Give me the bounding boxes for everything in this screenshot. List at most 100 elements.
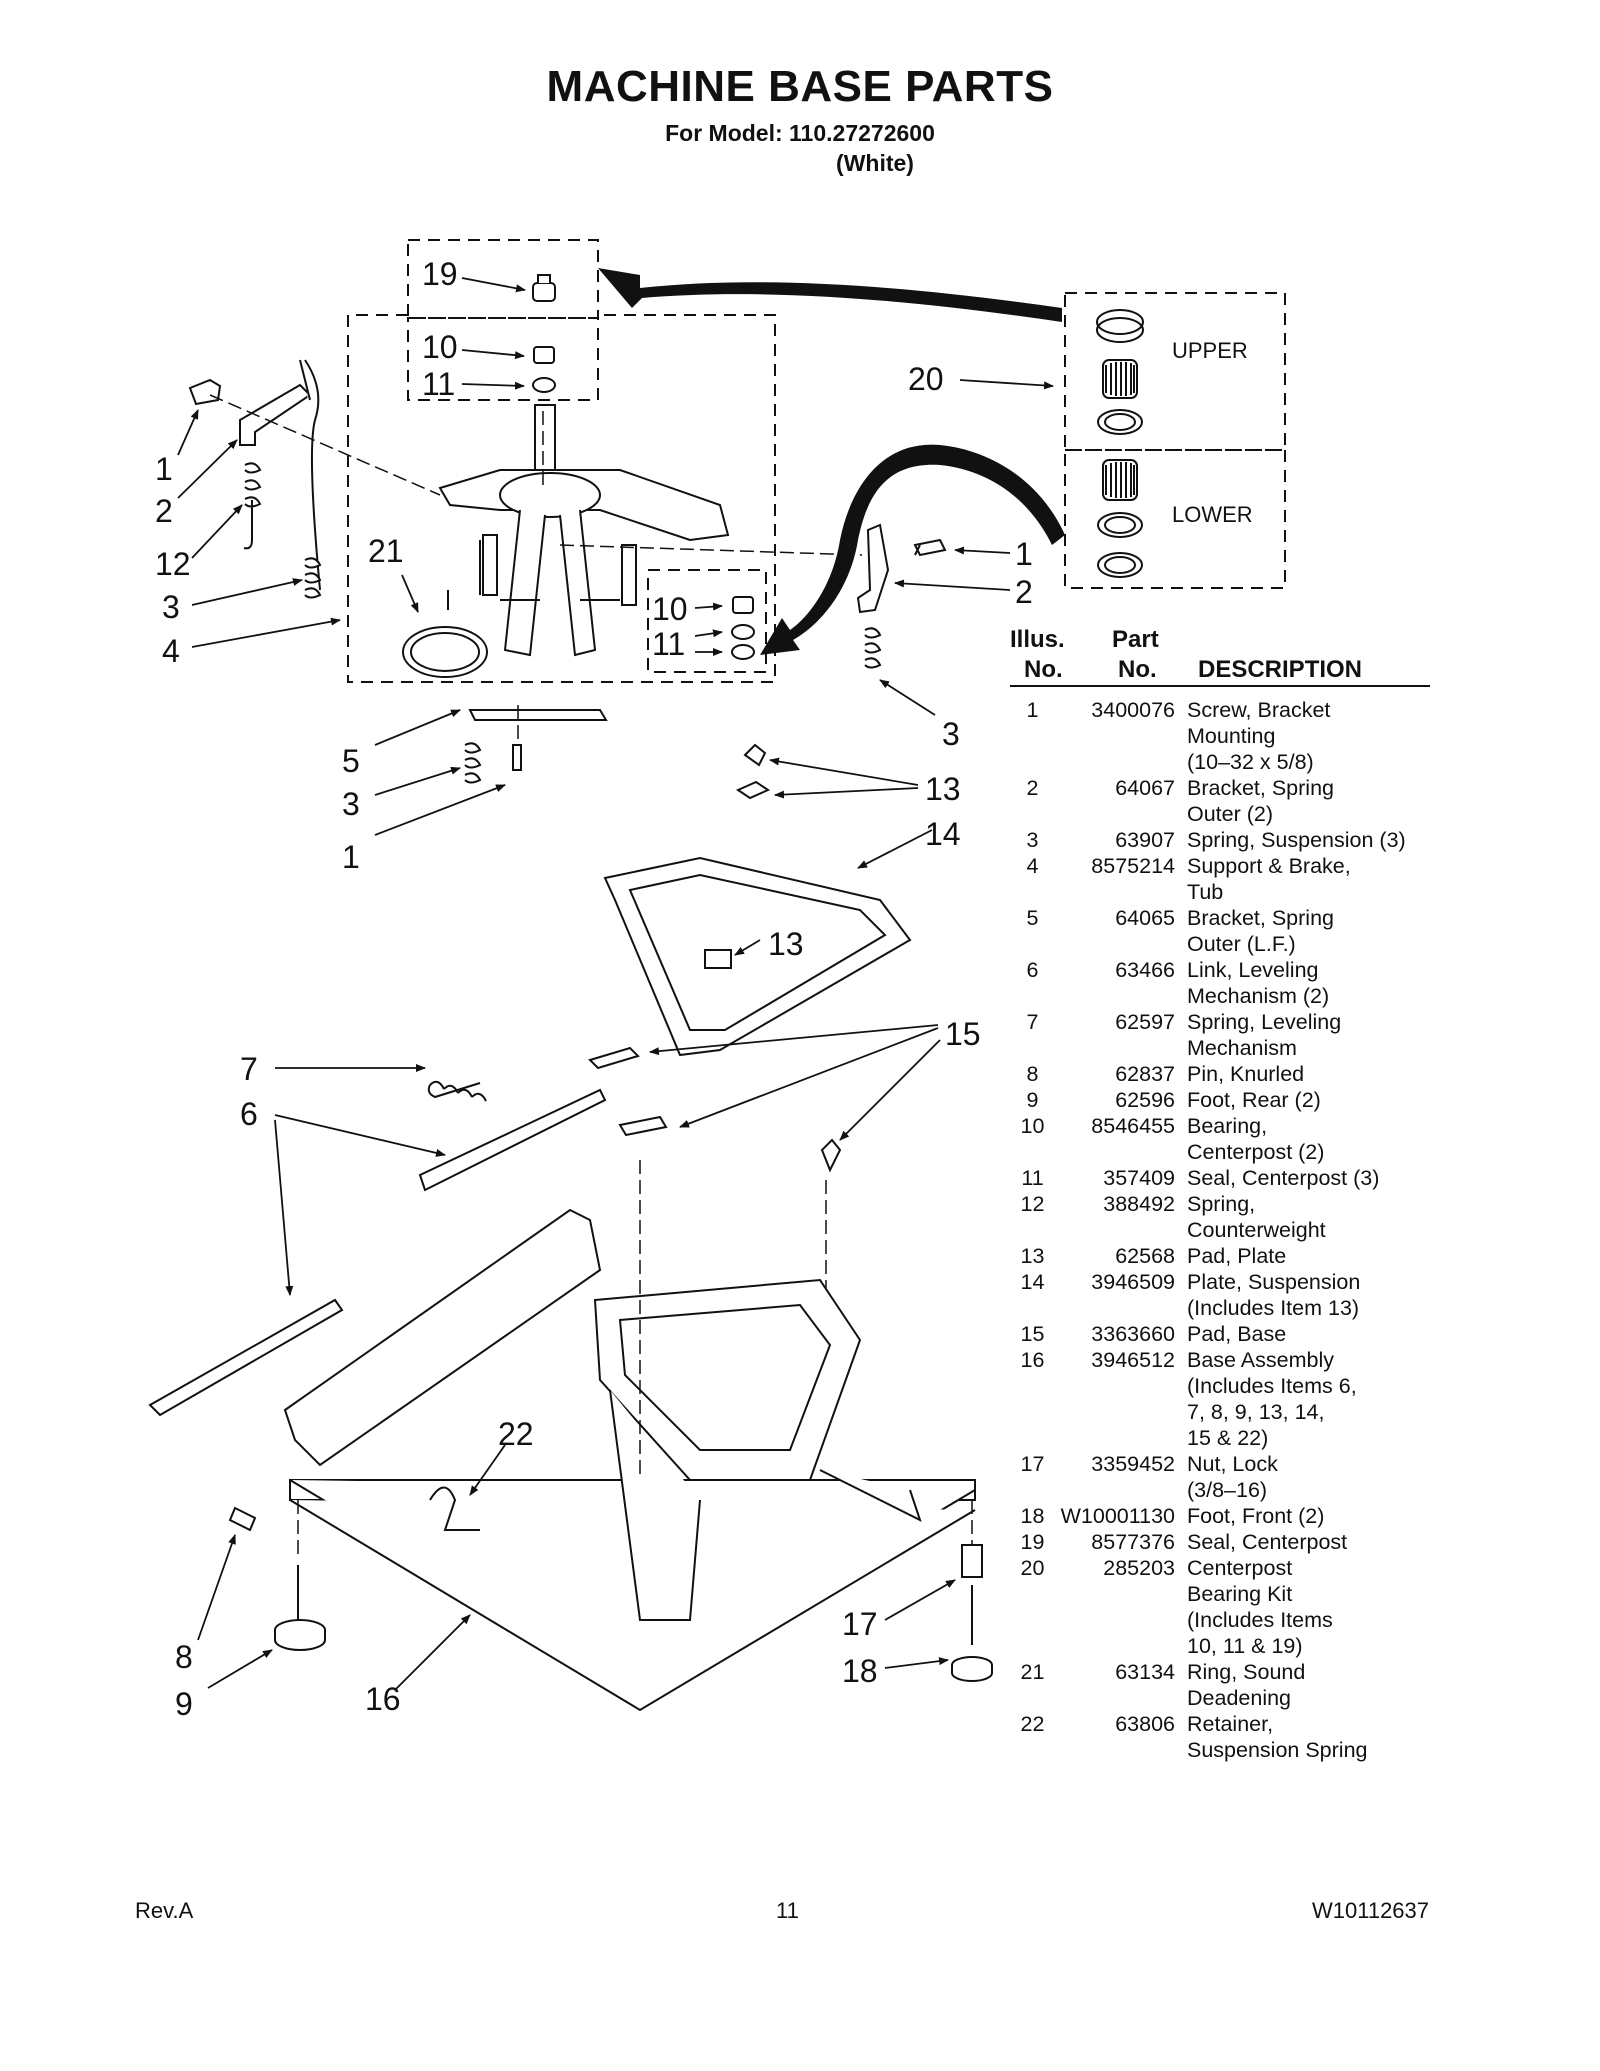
description-line: Mechanism: [1187, 1036, 1297, 1060]
part-number: 3400076: [1091, 698, 1175, 722]
description-line: (10–32 x 5/8): [1187, 750, 1314, 774]
callout-15: 15: [945, 1016, 981, 1052]
illus-number: 15: [1020, 1322, 1045, 1346]
illus-number: 21: [1020, 1660, 1045, 1684]
base-assembly: [283, 1208, 976, 1712]
illus-number: 8: [1026, 1062, 1039, 1086]
part-description: Seal, Centerpost: [1175, 1529, 1470, 1555]
header-part: Part: [1112, 626, 1159, 653]
part-number: 285203: [1103, 1556, 1175, 1580]
part-number: 63134: [1115, 1660, 1175, 1684]
part-description: Foot, Front (2): [1175, 1503, 1470, 1529]
footer-page-number: 11: [776, 1898, 799, 1923]
description-line: Mounting: [1187, 724, 1276, 748]
callout-11-lower: 11: [652, 626, 685, 662]
description-line: Foot, Rear (2): [1187, 1088, 1321, 1112]
part-number: 3359452: [1091, 1452, 1175, 1476]
tub-support-brake-assembly: [438, 404, 730, 657]
illus-number: 1: [1026, 698, 1039, 722]
description-line: 15 & 22): [1187, 1426, 1269, 1450]
description-line: Retainer,: [1187, 1712, 1274, 1736]
description-line: Centerpost (2): [1187, 1140, 1325, 1164]
part-number: W10001130: [1060, 1504, 1175, 1528]
description-line: Outer (L.F.): [1187, 932, 1296, 956]
callout-14: 14: [925, 816, 961, 852]
description-line: (3/8–16): [1187, 1478, 1268, 1502]
part-description: Foot, Rear (2): [1175, 1087, 1470, 1113]
left-spring-bracket-hardware: [188, 359, 608, 784]
description-line: Mechanism (2): [1187, 984, 1330, 1008]
description-line: Ring, Sound: [1187, 1660, 1306, 1684]
callout-22: 22: [498, 1416, 534, 1452]
illus-number: 7: [1026, 1010, 1039, 1034]
description-line: Pad, Plate: [1187, 1244, 1287, 1268]
part-description: Plate, Suspension(Includes Item 13): [1175, 1269, 1470, 1321]
callout-6: 6: [240, 1096, 258, 1132]
callout-1-right: 1: [1015, 536, 1033, 572]
illus-number: 17: [1020, 1452, 1045, 1476]
part-number: 3946512: [1091, 1348, 1175, 1372]
header-illus-no: No.: [1024, 656, 1063, 683]
footer-revision: Rev.A: [135, 1898, 194, 1923]
callout-11-upper: 11: [422, 366, 455, 402]
description-line: Pad, Base: [1187, 1322, 1287, 1346]
callout-8: 8: [175, 1639, 193, 1675]
illus-number: 3: [1026, 828, 1039, 852]
header-illus: Illus.: [1010, 626, 1065, 653]
callout-10-upper: 10: [422, 329, 458, 365]
description-line: Nut, Lock: [1187, 1452, 1278, 1476]
parts-table-row: 17 3359452 Nut, Lock(3/8–16): [1010, 1451, 1470, 1503]
callout-2-left: 2: [155, 493, 173, 529]
model-color: (White): [836, 150, 914, 176]
part-number: 64065: [1115, 906, 1175, 930]
sound-deadening-ring: [402, 590, 488, 678]
callout-10-lower: 10: [652, 591, 688, 627]
description-line: Plate, Suspension: [1187, 1270, 1361, 1294]
kit-label-lower: LOWER: [1172, 502, 1253, 527]
illus-number: 19: [1020, 1530, 1045, 1554]
illus-number: 4: [1026, 854, 1039, 878]
illus-number: 18: [1020, 1504, 1045, 1528]
description-line: Link, Leveling: [1187, 958, 1319, 982]
part-number: 8575214: [1091, 854, 1175, 878]
callout-17: 17: [842, 1606, 878, 1642]
description-line: Bracket, Spring: [1187, 906, 1334, 930]
callout-numbers: 19 10 11 20 1 2 12 3 4 21 10 11 1 2 3 5 …: [155, 256, 1033, 1722]
description-line: Base Assembly: [1187, 1348, 1334, 1372]
illus-number: 10: [1020, 1114, 1045, 1138]
part-description: Retainer,Suspension Spring: [1175, 1711, 1470, 1763]
illus-number: 5: [1026, 906, 1039, 930]
description-line: Spring,: [1187, 1192, 1256, 1216]
part-number: 357409: [1103, 1166, 1175, 1190]
callout-7: 7: [240, 1051, 258, 1087]
callout-9: 9: [175, 1686, 193, 1722]
part-description: Pad, Base: [1175, 1321, 1470, 1347]
illus-number: 2: [1026, 776, 1039, 800]
part-number: 8577376: [1091, 1530, 1175, 1554]
kit-label-upper: UPPER: [1172, 338, 1248, 363]
description-line: Outer (2): [1187, 802, 1274, 826]
kit-pointer-arrows: [598, 268, 1065, 655]
callout-3-left: 3: [162, 589, 180, 625]
callout-2-right: 2: [1015, 574, 1033, 610]
callout-13-plate: 13: [768, 926, 804, 962]
description-line: Deadening: [1187, 1686, 1292, 1710]
